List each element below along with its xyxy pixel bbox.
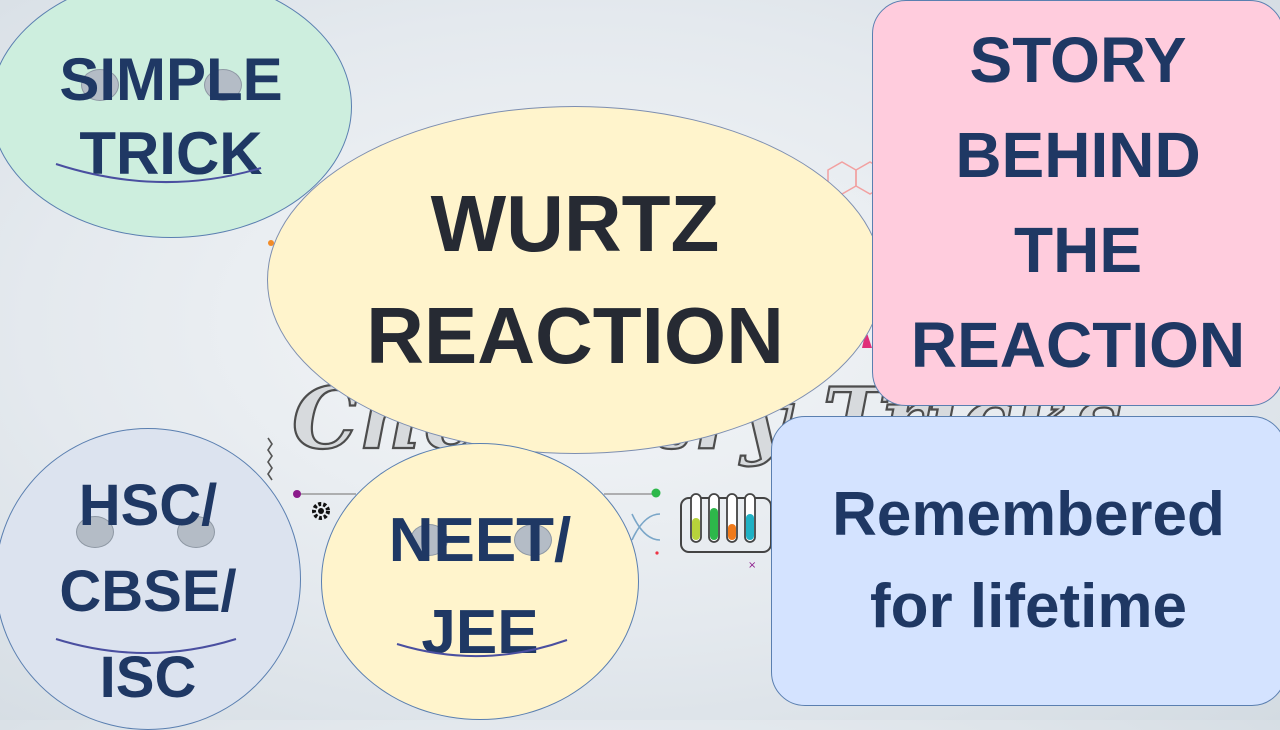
connector-line [293, 488, 661, 498]
hsc-cbse-isc-bubble: HSC/ CBSE/ ISC [0, 428, 301, 730]
left-eye [410, 524, 448, 556]
left-eye [76, 516, 114, 548]
remembered-for-lifetime-box: Remembered for lifetime [771, 416, 1280, 706]
wurtz-text: WURTZ REACTION [366, 168, 784, 392]
story-line-3: THE [1014, 214, 1142, 286]
simple-line-1: SIMPLE [59, 45, 283, 113]
simple-trick-bubble: SIMPLE TRICK [0, 0, 352, 238]
simple-trick-text: SIMPLE TRICK [59, 43, 282, 191]
remembered-line-1: Remembered [832, 480, 1225, 549]
accent-triangle [862, 330, 872, 348]
neet-text: NEET/ JEE [389, 495, 572, 679]
gear-icon [312, 502, 330, 520]
svg-text:×: × [748, 560, 756, 571]
story-text: STORY BEHIND THE REACTION [911, 13, 1245, 393]
smile-curve [55, 638, 237, 654]
right-eye [177, 516, 215, 548]
remembered-text: Remembered for lifetime [832, 469, 1225, 653]
remembered-line-2: for lifetime [870, 572, 1187, 641]
wave-icon [267, 437, 273, 481]
neet-line-1: NEET/ [388, 505, 572, 575]
hsc-line-3: ISC [99, 645, 197, 710]
right-eye [204, 69, 242, 101]
hsc-line-2: CBSE/ [59, 559, 237, 624]
left-eye [81, 69, 119, 101]
hsc-line-1: HSC/ [78, 473, 218, 538]
story-line-2: BEHIND [955, 119, 1201, 191]
wurtz-reaction-bubble: WURTZ REACTION [267, 106, 883, 454]
neet-jee-bubble: NEET/ JEE [321, 443, 639, 720]
smile-curve [55, 163, 262, 184]
smile-curve [396, 639, 568, 657]
wurtz-line-2: REACTION [366, 291, 784, 380]
test-tubes-icon: × [680, 493, 772, 571]
hsc-text: HSC/ CBSE/ ISC [59, 463, 236, 721]
neet-line-2: JEE [421, 597, 539, 667]
story-behind-reaction-box: STORY BEHIND THE REACTION [872, 0, 1280, 406]
story-line-1: STORY [969, 24, 1187, 96]
right-eye [514, 524, 552, 556]
wurtz-line-1: WURTZ [430, 179, 720, 268]
dna-icon [631, 513, 661, 555]
story-line-4: REACTION [910, 309, 1246, 381]
